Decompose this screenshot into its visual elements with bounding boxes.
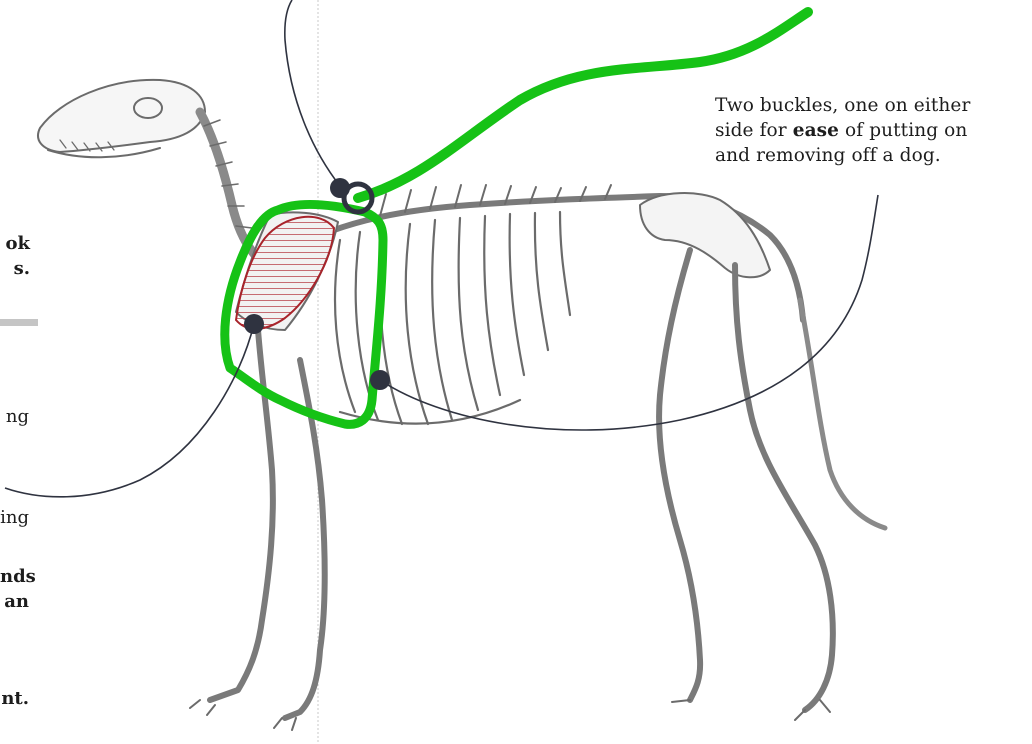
- left-text-fragment-1: ok s.: [0, 231, 30, 281]
- buckle-line-2-pre: side for: [715, 120, 793, 141]
- pelvis: [640, 193, 770, 277]
- left-divider-bar: [0, 319, 38, 326]
- left-text-5: nt.: [0, 686, 29, 711]
- pointer-dot-top: [330, 178, 350, 198]
- left-text-fragment-3: ing: [0, 505, 29, 530]
- left-text-2: ng: [0, 404, 29, 429]
- left-text-4a: nds: [0, 564, 29, 589]
- tail: [800, 300, 885, 528]
- buckle-line-2-post: of putting on: [839, 120, 967, 141]
- hind-leg-right: [735, 265, 833, 710]
- skull: [38, 80, 205, 152]
- buckle-line-1: Two buckles, one on either: [715, 93, 1032, 118]
- buckle-line-2-bold: ease: [793, 120, 839, 141]
- left-text-4b: an: [0, 589, 29, 614]
- buckle-line-2: side for ease of putting on: [715, 118, 1032, 143]
- buckle-line-3: and removing off a dog.: [715, 143, 1032, 168]
- dog-skeleton: [38, 80, 885, 730]
- pointer-dot-buckle: [370, 370, 390, 390]
- left-text-fragment-2: ng: [0, 404, 29, 429]
- pointer-dot-pad: [244, 314, 264, 334]
- hind-leg-left: [659, 250, 700, 700]
- buckle-callout: Two buckles, one on either side for ease…: [715, 93, 1032, 168]
- left-text-1b: s.: [0, 256, 30, 281]
- left-text-fragment-4: nds an: [0, 564, 29, 614]
- pointer-line-pad: [5, 324, 254, 497]
- pointer-line-top: [285, 0, 340, 186]
- left-text-3: ing: [0, 505, 29, 530]
- front-leg-left: [210, 330, 273, 700]
- left-text-fragment-5: nt.: [0, 686, 29, 711]
- left-text-1a: ok: [0, 231, 30, 256]
